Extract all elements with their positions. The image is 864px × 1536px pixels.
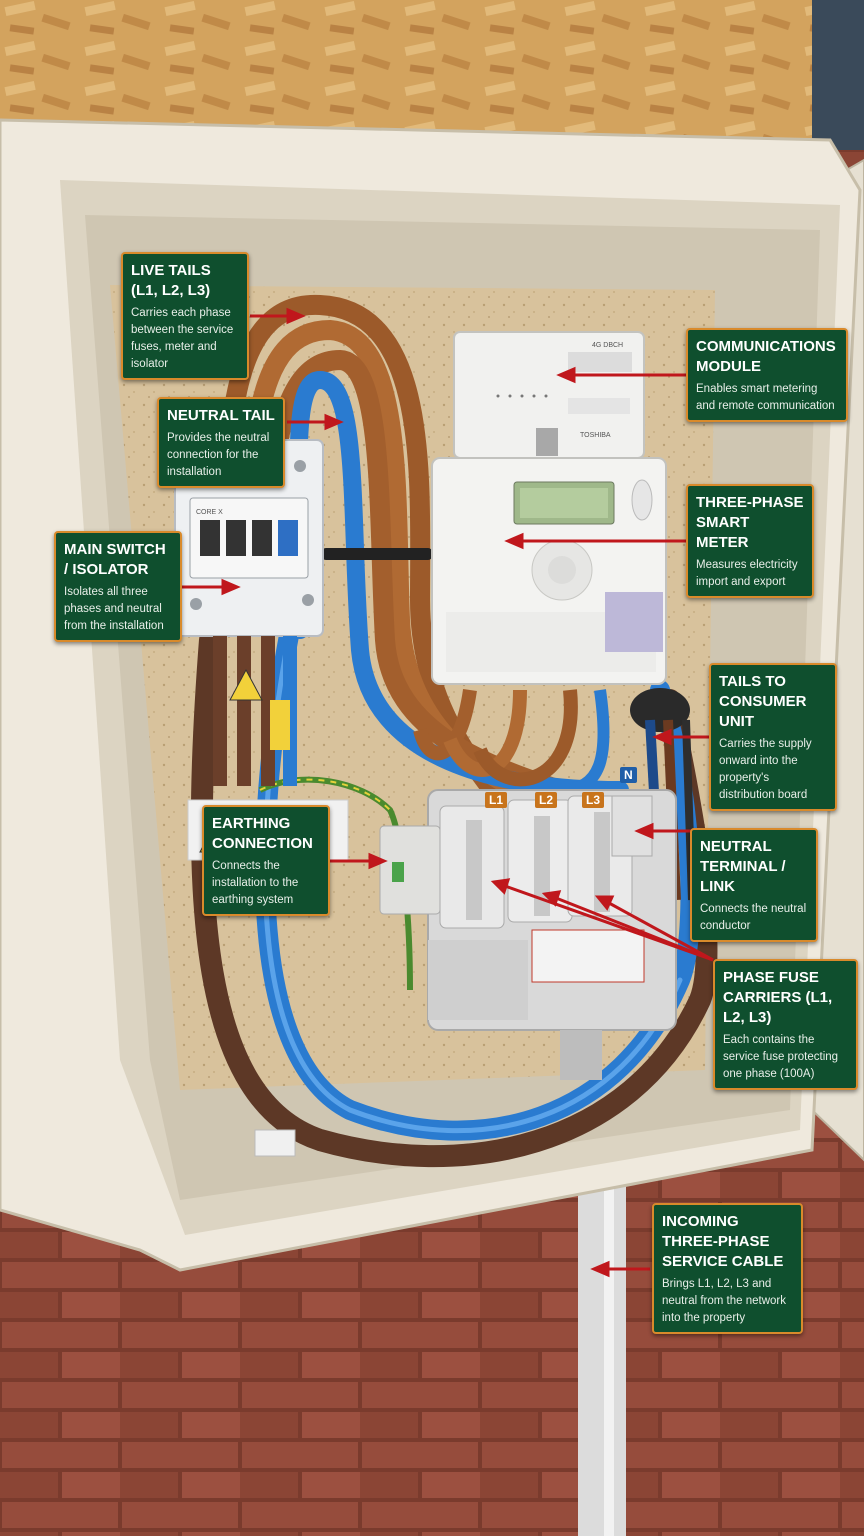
comms-top-label: 4G DBCH xyxy=(592,342,623,349)
tag-l1: L1 xyxy=(485,792,508,808)
callout-title: MAIN SWITCH / ISOLATOR xyxy=(64,541,166,578)
callout-live-tails: LIVE TAILS (L1, L2, L3) Carries each pha… xyxy=(121,252,249,380)
callout-neutral-tail: NEUTRAL TAIL Provides the neutral connec… xyxy=(157,397,285,488)
earth-block xyxy=(379,825,441,915)
smart-meter xyxy=(431,457,667,685)
callout-title: NEUTRAL TERMINAL / LINK xyxy=(700,838,786,895)
callout-incoming-cable: INCOMING THREE-PHASE SERVICE CABLE Bring… xyxy=(652,1203,803,1334)
red-pointer-arrows xyxy=(182,307,714,1278)
callout-desc: Isolates all three phases and neutral fr… xyxy=(64,586,164,632)
callout-title: NEUTRAL TAIL xyxy=(167,407,275,424)
callout-smart-meter: THREE-PHASE SMART METER Measures electri… xyxy=(686,484,814,598)
tag-l3: L3 xyxy=(582,792,605,808)
callout-desc: Connects the installation to the earthin… xyxy=(212,860,299,906)
cable-clip xyxy=(322,548,432,560)
callout-desc: Brings L1, L2, L3 and neutral from the n… xyxy=(662,1278,787,1324)
callout-desc: Enables smart metering and remote commun… xyxy=(696,383,835,412)
callout-title: LIVE TAILS (L1, L2, L3) xyxy=(131,262,211,299)
tag-l2: L2 xyxy=(535,792,558,808)
callout-desc: Connects the neutral conductor xyxy=(700,903,807,932)
callout-title: INCOMING THREE-PHASE SERVICE CABLE xyxy=(662,1213,784,1270)
callout-main-switch: MAIN SWITCH / ISOLATOR Isolates all thre… xyxy=(54,531,182,642)
main-isolator: CORE X xyxy=(174,439,324,637)
callout-desc: Carries the supply onward into the prope… xyxy=(719,738,812,801)
callout-title: TAILS TO CONSUMER UNIT xyxy=(719,673,807,730)
callout-phase-fuse-carriers: PHASE FUSE CARRIERS (L1, L2, L3) Each co… xyxy=(713,959,858,1090)
callout-neutral-link: NEUTRAL TERMINAL / LINK Connects the neu… xyxy=(690,828,818,942)
callout-desc: Carries each phase between the service f… xyxy=(131,307,234,370)
tag-n: N xyxy=(620,767,637,783)
callout-comms-module: COMMUNICATIONS MODULE Enables smart mete… xyxy=(686,328,848,422)
cable-exit-hole xyxy=(630,688,690,732)
callout-earthing: EARTHING CONNECTION Connects the install… xyxy=(202,805,330,916)
service-conduit xyxy=(578,1150,626,1536)
isolator-brand: CORE X xyxy=(196,509,223,516)
comms-brand: TOSHIBA xyxy=(580,432,611,439)
callout-desc: Measures electricity import and export xyxy=(696,559,798,588)
callout-desc: Each contains the service fuse protectin… xyxy=(723,1034,839,1080)
callout-desc: Provides the neutral connection for the … xyxy=(167,432,270,478)
callout-title: COMMUNICATIONS MODULE xyxy=(696,338,836,375)
callout-title: PHASE FUSE CARRIERS (L1, L2, L3) xyxy=(723,969,833,1026)
callout-tails-consumer-unit: TAILS TO CONSUMER UNIT Carries the suppl… xyxy=(709,663,837,811)
fuse-block xyxy=(427,789,677,1031)
callout-title: THREE-PHASE SMART METER xyxy=(696,494,804,551)
comms-module: 4G DBCH TOSHIBA xyxy=(453,331,645,459)
callout-title: EARTHING CONNECTION xyxy=(212,815,313,852)
